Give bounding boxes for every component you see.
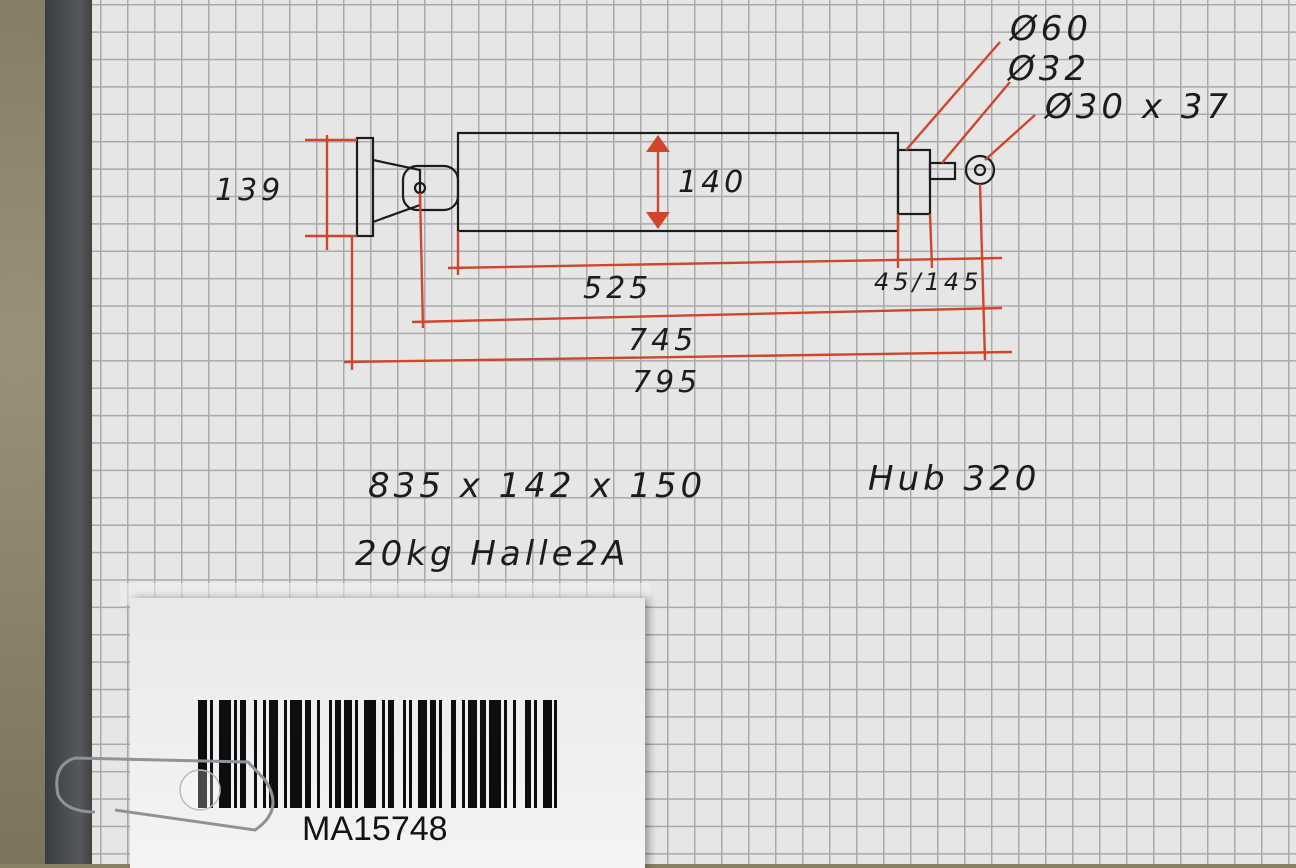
barcode-bar	[304, 700, 311, 808]
weight-location-note: 20kg Halle2A	[355, 534, 629, 574]
barcode-bar	[512, 700, 516, 808]
barcode-bar	[388, 700, 395, 808]
barcode-label-card: MA15748	[130, 598, 645, 868]
barcode-bar	[364, 700, 377, 808]
barcode-bar	[468, 700, 478, 808]
stroke-note: Hub 320	[868, 459, 1040, 499]
barcode-bar	[402, 700, 406, 808]
barcode-bar	[209, 700, 213, 808]
barcode-bar	[533, 700, 537, 808]
red-dimension-lines	[305, 41, 1036, 370]
overall-length-label: 795	[632, 365, 701, 400]
barcode-bar	[417, 700, 427, 808]
barcode-bar	[489, 700, 502, 808]
diameter-label-60: Ø60	[1008, 9, 1092, 49]
barcode-code: MA15748	[302, 810, 448, 848]
barcode-bar	[429, 700, 436, 808]
barcode-bar	[408, 700, 412, 808]
paperclip-wire	[55, 756, 275, 832]
diameter-label-eye: Ø30 x 37	[1043, 87, 1232, 127]
barcode-bar	[198, 700, 207, 808]
barcode-bar	[450, 700, 457, 808]
barcode-bar	[284, 700, 288, 808]
barcode-bar	[382, 700, 386, 808]
barcode-bar	[503, 700, 507, 808]
barcode	[198, 700, 570, 808]
barcode-bar	[233, 700, 237, 808]
diameter-label-32: Ø32	[1006, 49, 1090, 89]
barcode-bar	[290, 700, 302, 808]
barcode-bar	[355, 700, 359, 808]
barcode-bar	[524, 700, 531, 808]
barcode-bar	[554, 700, 558, 808]
body-height-label: 140	[678, 165, 747, 200]
rod-length-label: 45/145	[874, 268, 982, 296]
barcode-bar	[218, 700, 231, 808]
barcode-bar	[263, 700, 267, 808]
barcode-bar	[438, 700, 442, 808]
barcode-bar	[269, 700, 279, 808]
flange-height-label: 139	[215, 173, 284, 208]
cylinder-outline	[355, 131, 996, 238]
barcode-bar	[328, 700, 332, 808]
barcode-bar	[254, 700, 258, 808]
barcode-bar	[542, 700, 552, 808]
sleeve-hole	[179, 769, 221, 811]
barcode-bar	[316, 700, 320, 808]
body-length-label: 525	[583, 271, 652, 306]
barcode-bar	[343, 700, 353, 808]
barcode-bar	[462, 700, 466, 808]
size-note: 835 x 142 x 150	[368, 466, 706, 506]
barcode-bar	[239, 700, 246, 808]
barcode-bar	[334, 700, 341, 808]
pin-to-pin-label: 745	[628, 323, 697, 358]
barcode-bar	[480, 700, 487, 808]
